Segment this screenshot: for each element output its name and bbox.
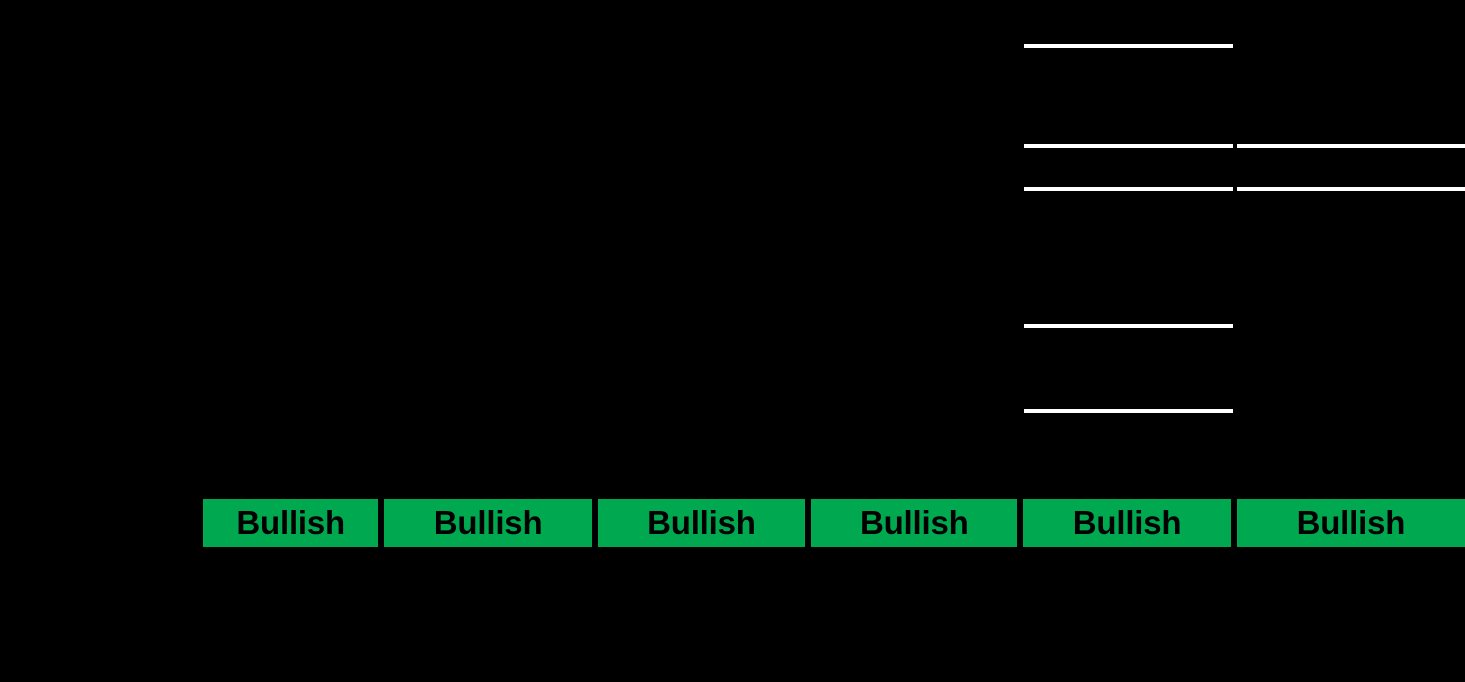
bullish-signal-row: Bullish Bullish Bullish Bullish Bullish Bulli… <box>203 499 1465 547</box>
horizontal-rule-right-1 <box>1237 187 1465 191</box>
horizontal-rule-left-0 <box>1024 44 1233 48</box>
horizontal-rule-right-0 <box>1237 144 1465 148</box>
signal-cell-5[interactable]: Bullish <box>1023 499 1231 547</box>
signal-cell-4[interactable]: Bullish <box>811 499 1018 547</box>
horizontal-rule-left-4 <box>1024 409 1233 413</box>
signal-cell-6[interactable]: Bullish <box>1236 499 1465 547</box>
signal-cell-label: Bullish <box>1072 503 1182 541</box>
signal-cell-label: Bullish <box>236 503 346 541</box>
signal-cell-2[interactable]: Bullish <box>384 499 592 547</box>
horizontal-rule-left-3 <box>1024 324 1233 328</box>
signal-cell-label: Bullish <box>647 503 756 541</box>
signal-cell-label: Bullish <box>859 503 969 541</box>
horizontal-rule-left-2 <box>1024 187 1233 191</box>
horizontal-rule-left-1 <box>1024 144 1233 148</box>
signal-cell-3[interactable]: Bullish <box>597 499 806 547</box>
signal-cell-1[interactable]: Bullish <box>203 499 379 547</box>
signal-cell-label: Bullish <box>433 503 543 541</box>
signal-cell-label: Bullish <box>1296 503 1406 541</box>
